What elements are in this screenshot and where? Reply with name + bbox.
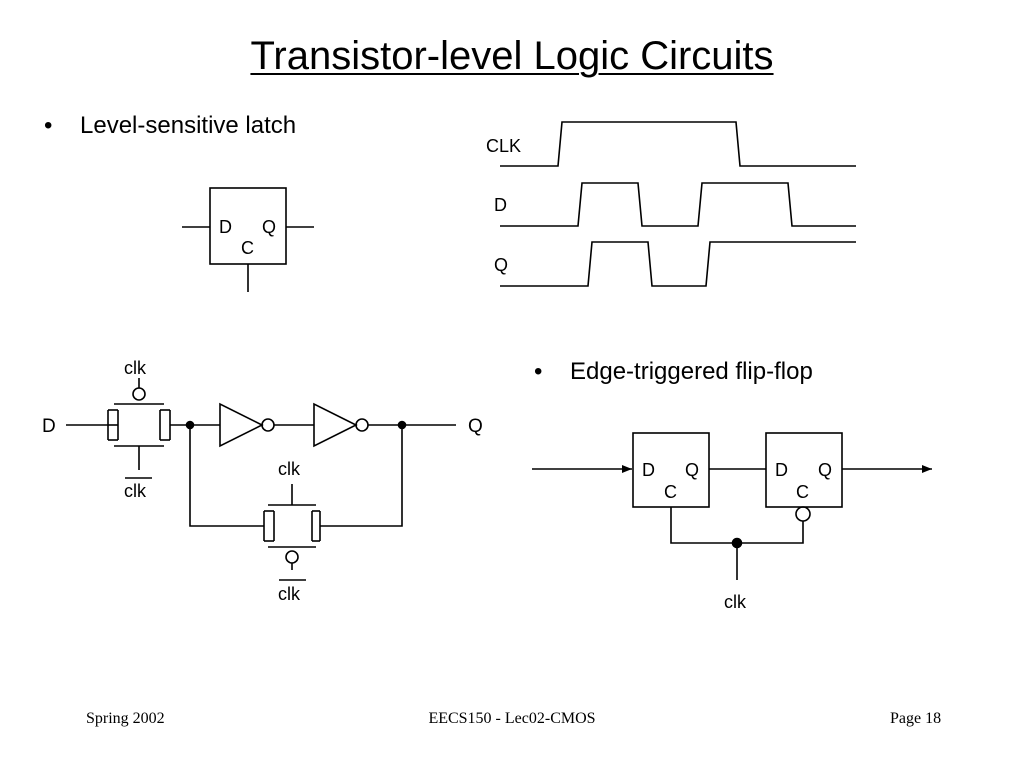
- latch-d-label: D: [219, 217, 232, 237]
- ff-clk-label: clk: [724, 592, 747, 612]
- ff1-q-label: Q: [685, 460, 699, 480]
- flipflop-schematic: D Q C D Q C clk: [532, 432, 932, 612]
- latch-symbol: D Q C: [182, 187, 314, 292]
- latch-output-label: Q: [468, 416, 483, 437]
- transmission-gate-1: [107, 378, 171, 470]
- tg1-clk-bottom-label: clk: [124, 481, 147, 501]
- bullet-latch-text: Level-sensitive latch: [80, 112, 297, 139]
- ff-clock-wire: [670, 507, 804, 544]
- tg2-clk-bottom-label: clk: [278, 584, 301, 604]
- ff2-d-label: D: [775, 460, 788, 480]
- latch-q-label: Q: [262, 217, 276, 237]
- latch-input-label: D: [42, 416, 56, 437]
- latch-c-label: C: [241, 238, 254, 258]
- bullet-marker: •: [534, 358, 543, 385]
- transmission-gate-2: [263, 484, 321, 570]
- footer-date: Spring 2002: [86, 710, 165, 727]
- footer-course: EECS150 - Lec02-CMOS: [428, 710, 596, 727]
- feedback-wire-right: [320, 425, 403, 527]
- bullet-flipflop: • Edge-triggered flip-flop: [534, 358, 813, 386]
- inverter-bubble: [355, 418, 369, 432]
- inverter-bubble: [261, 418, 275, 432]
- ff2-c-label: C: [796, 482, 809, 502]
- clk-waveform: [500, 121, 856, 167]
- bullet-latch: • Level-sensitive latch: [44, 112, 296, 140]
- timing-q-label: Q: [494, 255, 508, 275]
- tg1-clk-top-label: clk: [124, 358, 147, 378]
- footer-page-number: Page 18: [890, 710, 942, 727]
- ff1-d-label: D: [642, 460, 655, 480]
- bullet-marker: •: [44, 112, 53, 139]
- inversion-bubble: [285, 550, 299, 564]
- ff2-q-label: Q: [818, 460, 832, 480]
- q-waveform: [500, 241, 856, 287]
- inverter-1: [219, 402, 275, 448]
- feedback-wire-left: [189, 425, 264, 527]
- timing-diagram: CLK D Q: [486, 121, 856, 287]
- bullet-flipflop-text: Edge-triggered flip-flop: [570, 358, 813, 385]
- timing-clk-label: CLK: [486, 136, 521, 156]
- ff1-c-label: C: [664, 482, 677, 502]
- inversion-bubble: [132, 387, 146, 401]
- d-waveform: [500, 182, 856, 227]
- inverter-2: [313, 402, 369, 448]
- timing-d-label: D: [494, 195, 507, 215]
- latch-schematic: D Q clk clk: [42, 358, 483, 604]
- slide-title: Transistor-level Logic Circuits: [250, 34, 774, 78]
- ff2-clock-bubble: [795, 506, 811, 522]
- tg2-clk-top-label: clk: [278, 459, 301, 479]
